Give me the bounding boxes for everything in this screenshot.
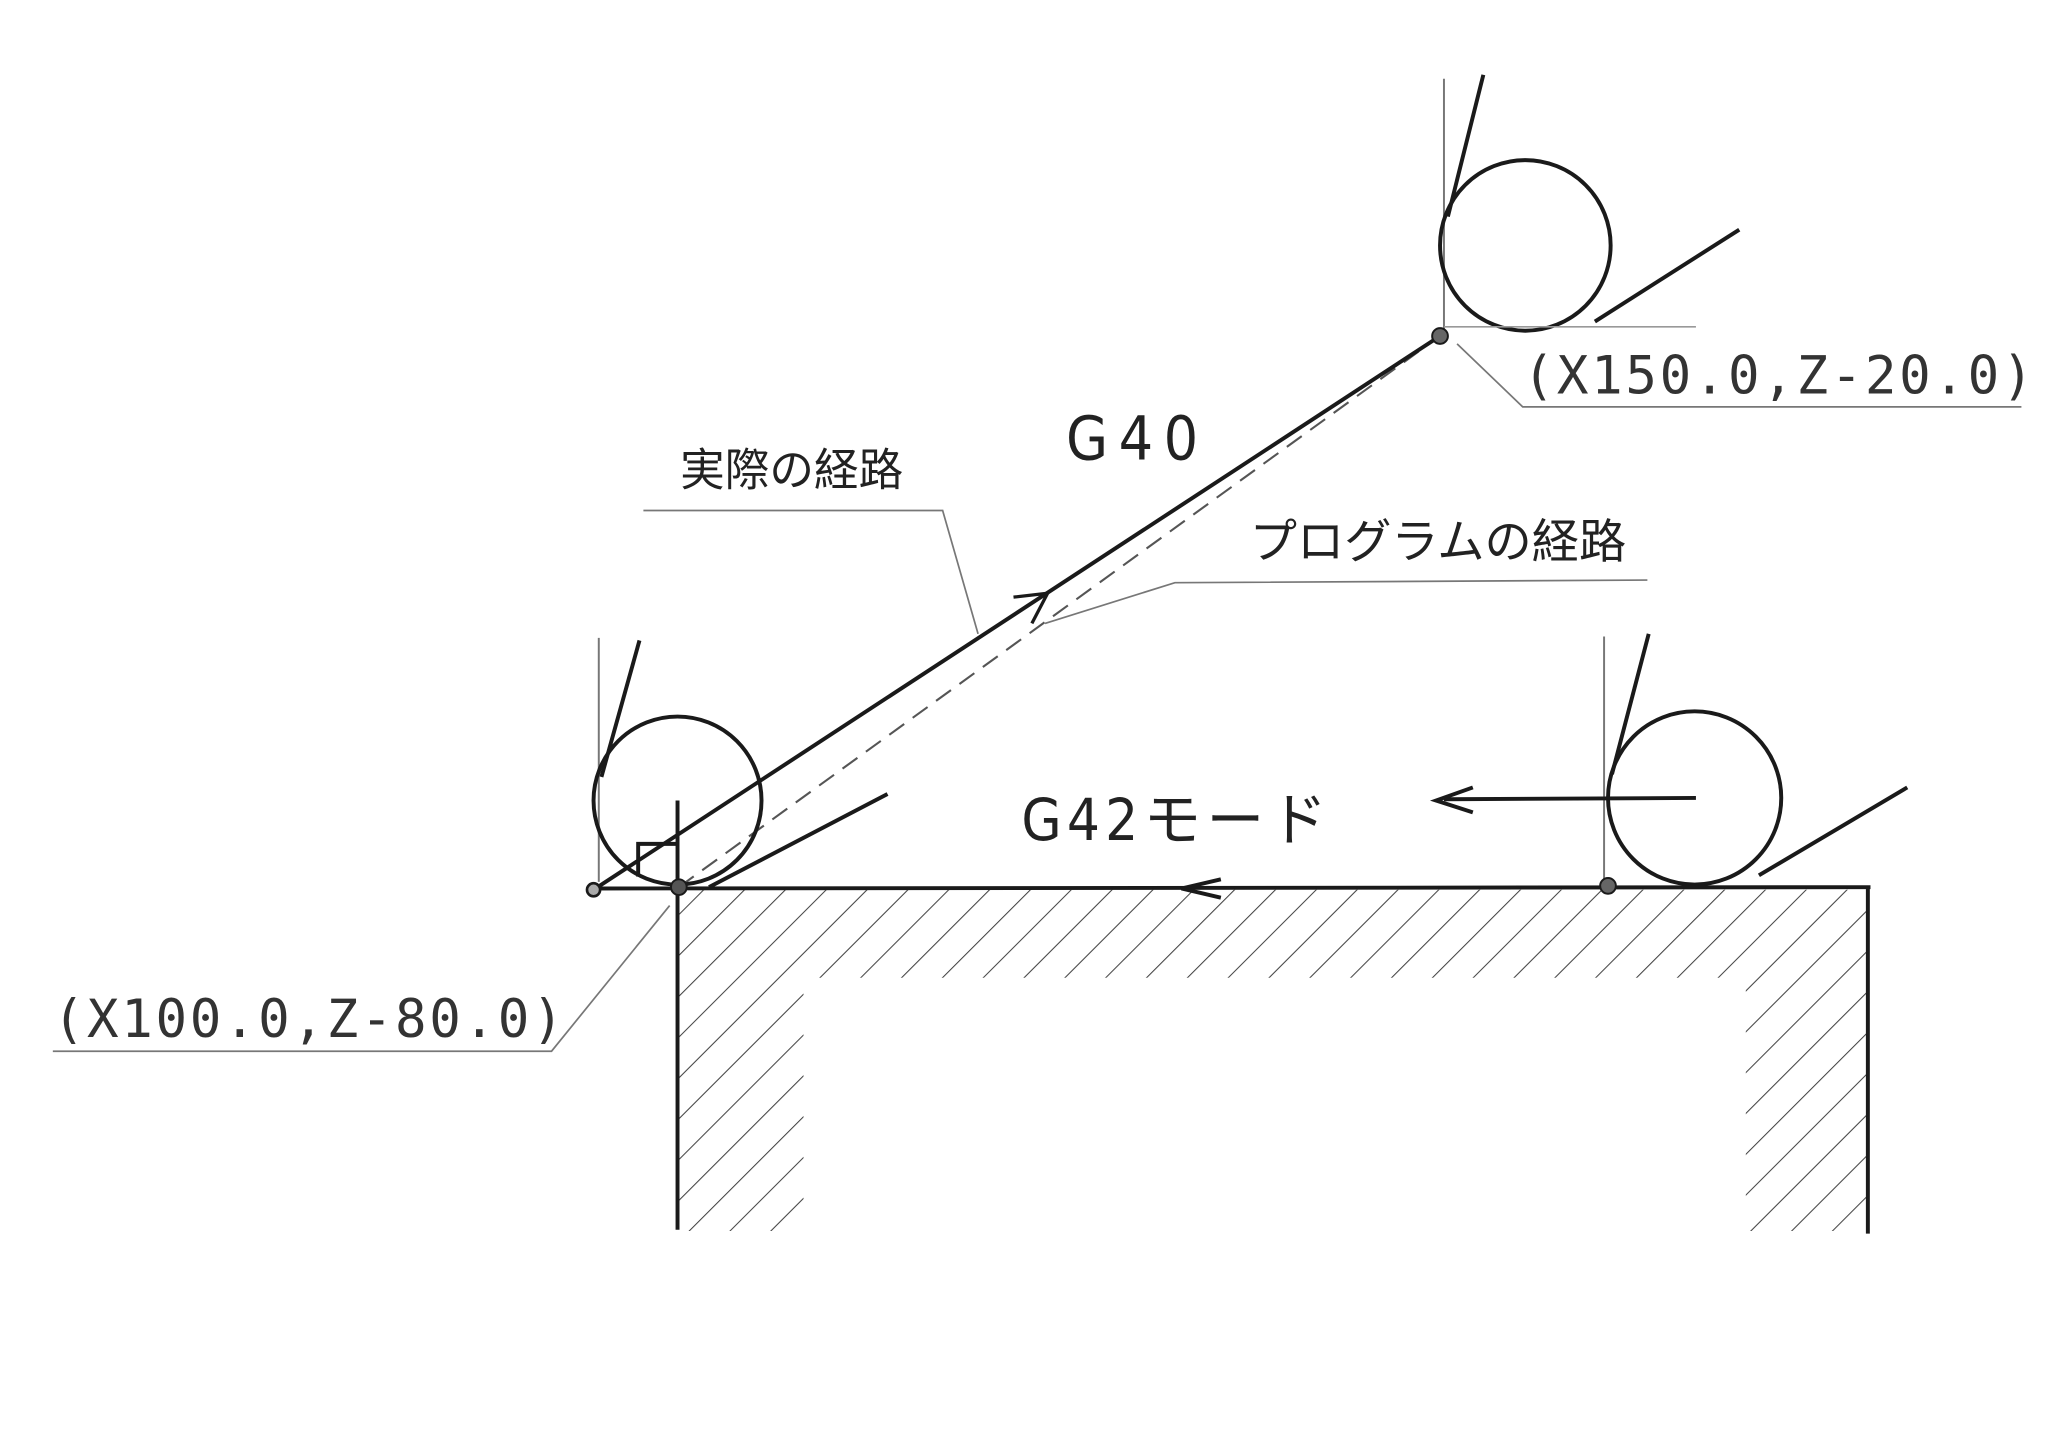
label-point-start: (X100.0,Z-80.0)	[53, 989, 566, 1050]
workpiece	[593, 800, 1871, 1234]
label-actual-path: 実際の経路	[680, 445, 903, 497]
tool-approach	[1429, 633, 1909, 895]
label-g42-mode: G42モード	[1021, 786, 1332, 854]
actual-path-line	[592, 334, 1442, 892]
point-dot	[585, 881, 602, 898]
tool-end	[1431, 74, 1741, 345]
workpiece-surface-path	[593, 885, 1871, 891]
leader-point-start	[52, 905, 671, 1053]
leader-point-end	[1456, 343, 2022, 408]
surface-direction-arrow-icon	[1181, 877, 1222, 900]
actual-path-arrow-icon	[1013, 591, 1051, 625]
leader-actual-path	[643, 509, 979, 635]
tool-nose-circle	[1438, 158, 1613, 333]
label-point-end: (X150.0,Z-20.0)	[1523, 346, 2036, 407]
label-g40: G40	[1066, 404, 1209, 474]
point-dot	[1599, 877, 1617, 895]
leader-program-path	[1044, 579, 1648, 625]
approach-arrow-icon	[1429, 785, 1474, 815]
label-program-path: プログラムの経路	[1250, 515, 1626, 570]
workpiece-hatching	[677, 889, 1868, 1232]
tool-start	[585, 637, 889, 898]
point-dot	[1431, 327, 1449, 345]
program-path-dashed	[678, 335, 1441, 889]
point-dot	[669, 878, 688, 897]
